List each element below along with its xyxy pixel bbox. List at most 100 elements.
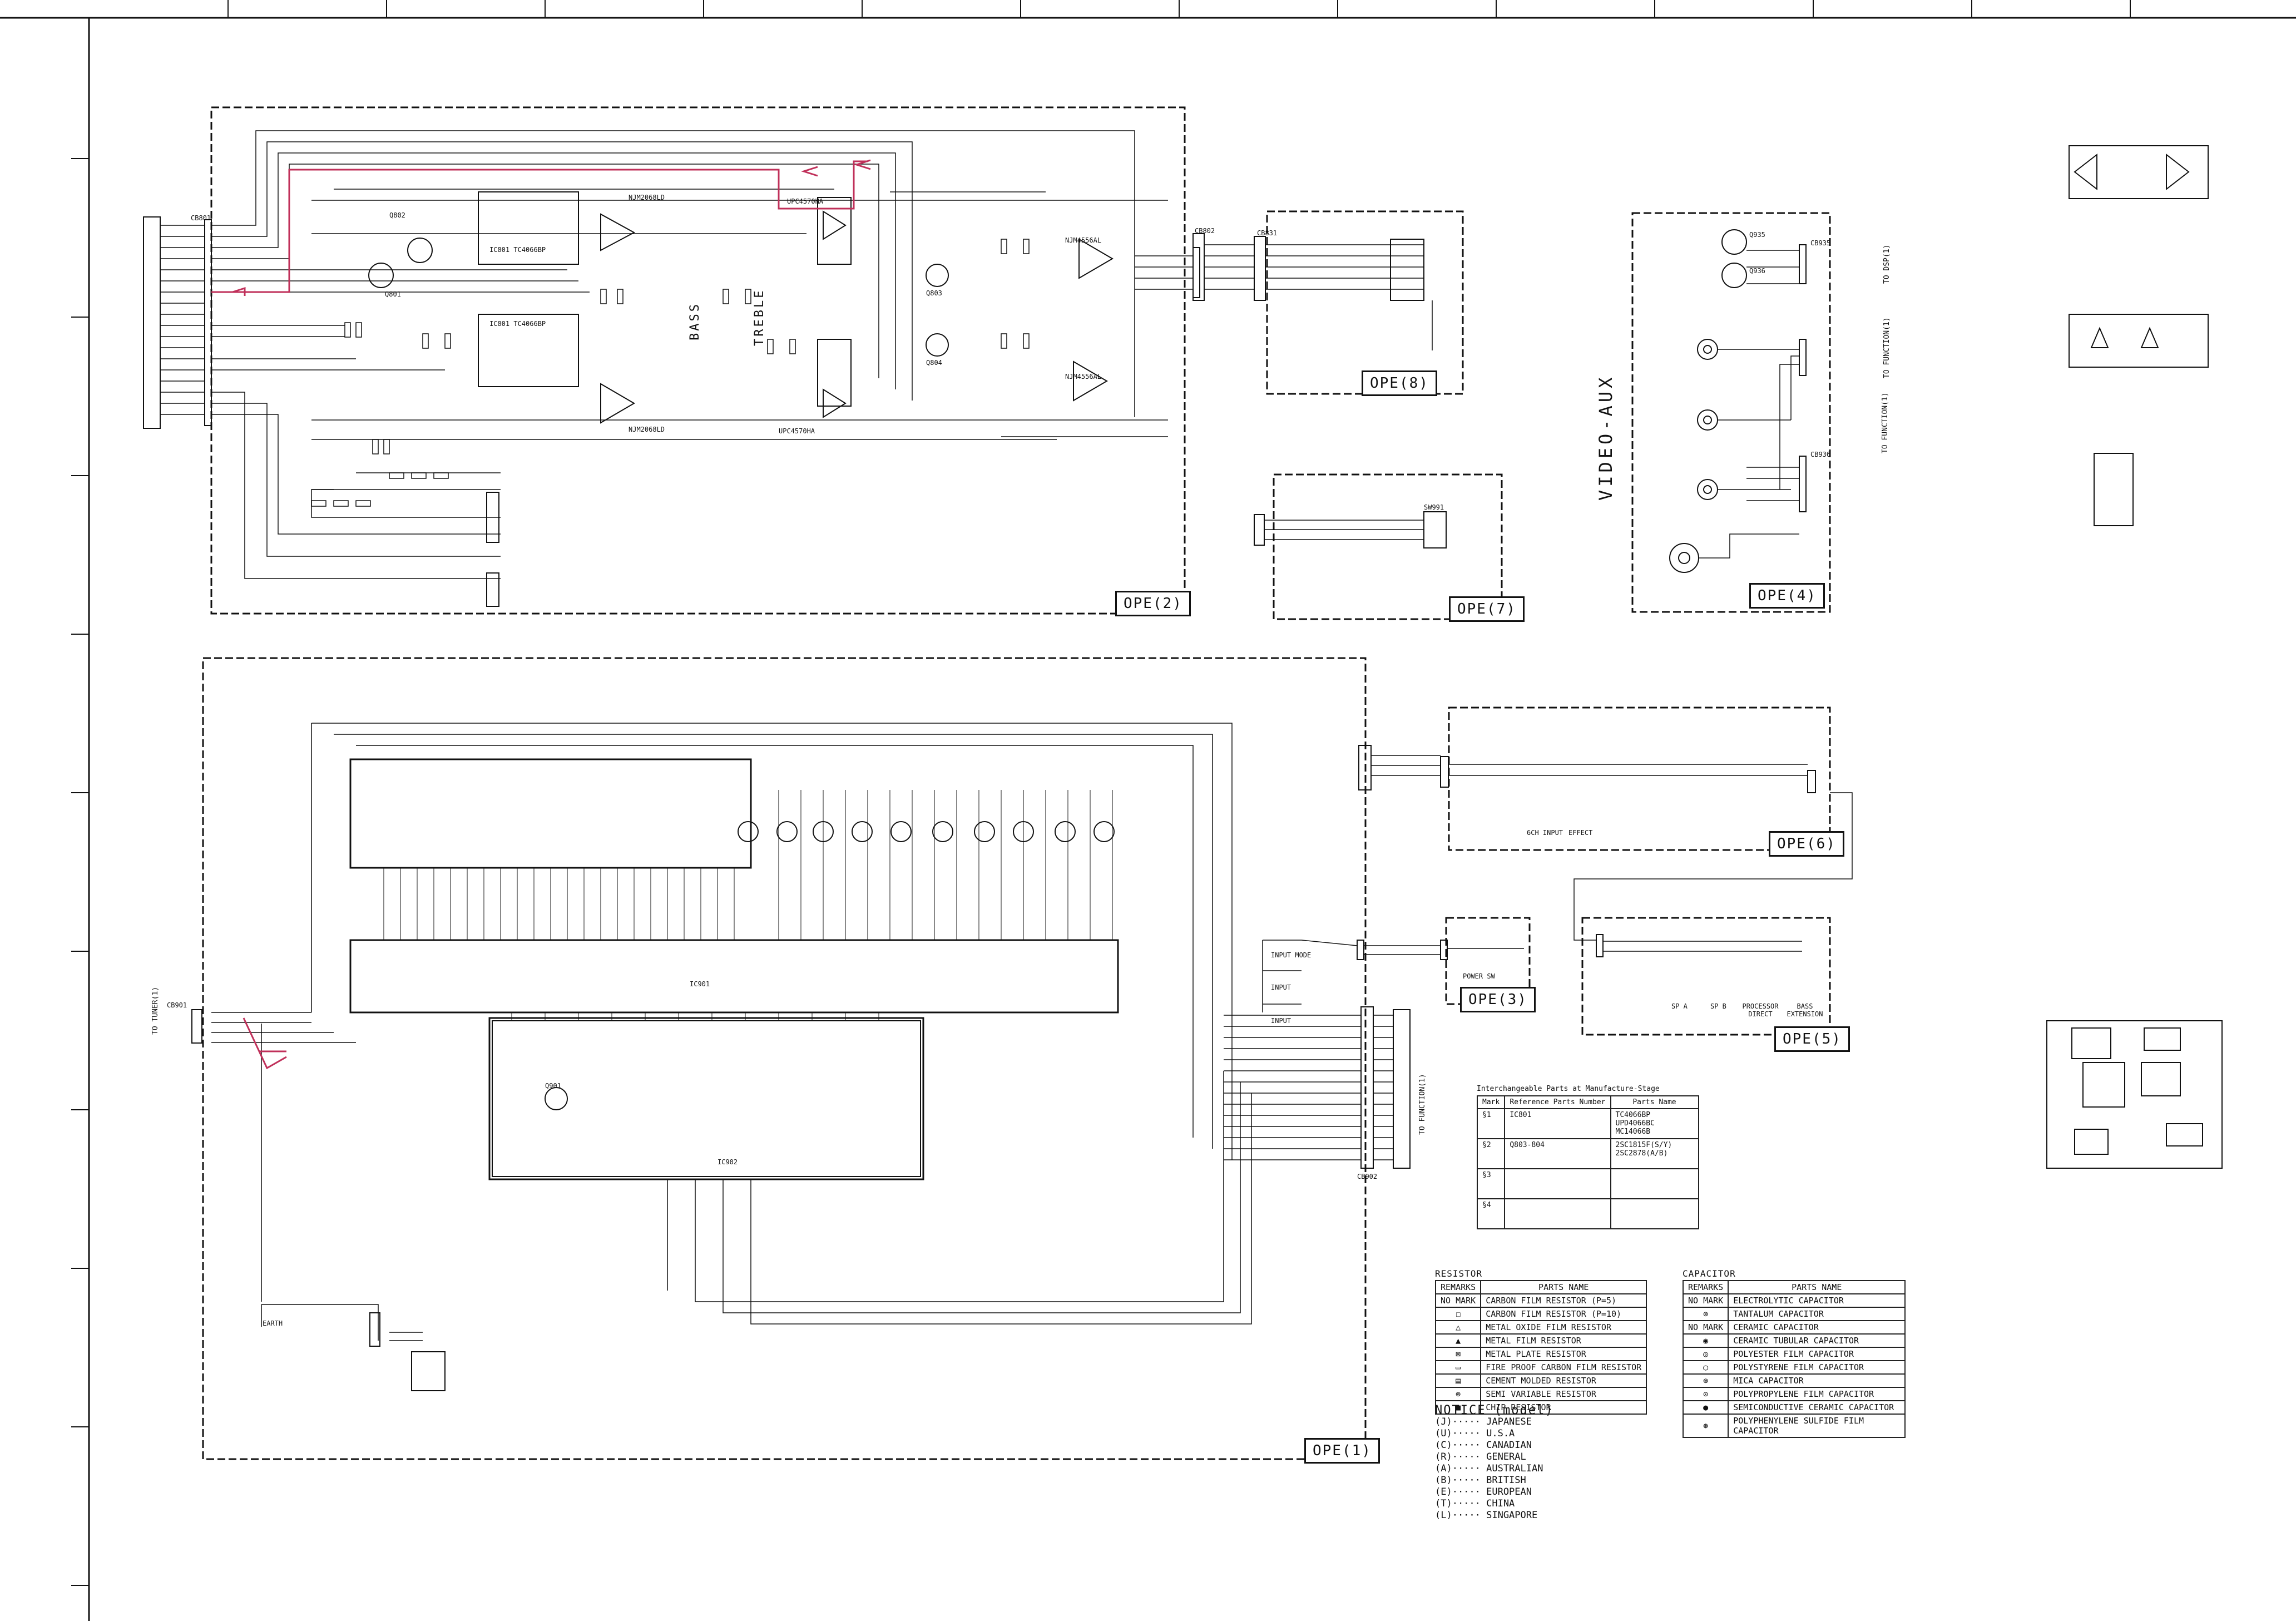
resistor-mark: ▭	[1434, 1360, 1482, 1375]
cb901-label: CB901	[167, 1001, 187, 1009]
resistor-mark: ☐	[1434, 1307, 1482, 1321]
capacitor-name: ELECTROLYTIC CAPACITOR	[1728, 1293, 1906, 1308]
capacitor-mark: ⊙	[1682, 1387, 1729, 1401]
capacitor-name: CERAMIC CAPACITOR	[1728, 1320, 1906, 1335]
q935-label: Q935	[1749, 231, 1765, 239]
bass-extension-label: BASS EXTENSION	[1787, 1002, 1823, 1018]
ip-cell	[1610, 1168, 1699, 1199]
resistor-mark: NO MARK	[1434, 1293, 1482, 1308]
cb802-label: CB802	[1195, 227, 1215, 235]
notice-line: (E)····· EUROPEAN	[1435, 1486, 1532, 1498]
resistor-name: CARBON FILM RESISTOR (P=5)	[1480, 1293, 1647, 1308]
to-function-cb902-label: TO FUNCTION(1)	[1418, 1074, 1427, 1135]
board-label-ope8: OPE(8)	[1362, 370, 1437, 396]
resistor-name: CEMENT MOLDED RESISTOR	[1480, 1373, 1647, 1388]
capacitor-name: POLYSTYRENE FILM CAPACITOR	[1728, 1360, 1906, 1375]
six-ch-input-label: 6CH INPUT	[1527, 829, 1563, 837]
opamp-label-6: UPC4570HA	[779, 427, 815, 435]
interchangeable-parts-table: Interchangeable Parts at Manufacture-Sta…	[1476, 1085, 1699, 1229]
notice-title: NOTICE (model)	[1435, 1403, 1554, 1417]
ip-header-mark: Mark	[1476, 1095, 1506, 1109]
ip-cell	[1610, 1198, 1699, 1229]
notice-model: NOTICE (model) (J)····· JAPANESE (U)····…	[1435, 1405, 1553, 1521]
power-sw-label: POWER SW	[1463, 972, 1495, 980]
to-dsp-label: TO DSP(1)	[1883, 244, 1891, 284]
interchangeable-parts-caption: Interchangeable Parts at Manufacture-Sta…	[1477, 1085, 1660, 1093]
earth-label: EARTH	[263, 1319, 283, 1327]
ic801-label: IC801 TC4066BP	[489, 246, 546, 254]
notice-line: (J)····· JAPANESE	[1435, 1416, 1532, 1427]
ip-cell	[1504, 1168, 1611, 1199]
ic901-label: IC901	[690, 980, 710, 988]
to-function-top-label: TO FUNCTION(1)	[1883, 317, 1891, 378]
bass-label: BASS	[688, 302, 702, 340]
capacitor-header-name: PARTS NAME	[1728, 1280, 1906, 1294]
capacitor-mark: ●	[1682, 1400, 1729, 1415]
capacitor-name: MICA CAPACITOR	[1728, 1373, 1906, 1388]
capacitor-mark: NO MARK	[1682, 1320, 1729, 1335]
ic801b-label: IC801 TC4066BP	[489, 320, 546, 328]
board-label-ope4: OPE(4)	[1749, 583, 1825, 609]
capacitor-mark: ⊜	[1682, 1373, 1729, 1388]
to-function-ope1-label: TO FUNCTION(1)	[1881, 392, 1889, 453]
capacitor-mark: ◉	[1682, 1333, 1729, 1348]
notice-line: (L)····· SINGAPORE	[1435, 1510, 1538, 1521]
q801-label: Q801	[385, 290, 401, 298]
ip-header-name: Parts Name	[1610, 1095, 1699, 1109]
resistor-name: CARBON FILM RESISTOR (P=10)	[1480, 1307, 1647, 1321]
resistor-name: SEMI VARIABLE RESISTOR	[1480, 1387, 1647, 1401]
resistor-header-remarks: REMARKS	[1434, 1280, 1482, 1294]
capacitor-header-remarks: REMARKS	[1682, 1280, 1729, 1294]
sp-a-label: SP A	[1671, 1002, 1688, 1010]
input-mode-label: INPUT MODE	[1271, 951, 1312, 959]
capacitor-mark: NO MARK	[1682, 1293, 1729, 1308]
q901-label: Q901	[545, 1082, 561, 1090]
resistor-legend-caption: RESISTOR	[1435, 1268, 1483, 1279]
capacitor-name: TANTALUM CAPACITOR	[1728, 1307, 1906, 1321]
opamp-label-5: UPC4570HA	[787, 197, 824, 205]
sp-b-label: SP B	[1710, 1002, 1726, 1010]
cb935-label: CB935	[1810, 239, 1831, 247]
ip-cell: §2	[1476, 1138, 1506, 1169]
opamp-label-2: NJM4556AL	[1065, 373, 1102, 380]
board-label-ope5: OPE(5)	[1774, 1026, 1850, 1052]
notice-line: (T)····· CHINA	[1435, 1498, 1515, 1509]
treble-label: TREBLE	[753, 288, 766, 346]
resistor-mark: ⊠	[1434, 1347, 1482, 1361]
ip-cell: §1	[1476, 1108, 1506, 1139]
capacitor-mark: ◎	[1682, 1347, 1729, 1361]
board-label-ope6: OPE(6)	[1769, 831, 1844, 857]
ic902-label: IC902	[718, 1158, 738, 1166]
resistor-mark: ■	[1434, 1400, 1482, 1415]
sw991-label: SW991	[1424, 503, 1444, 511]
capacitor-name: CERAMIC TUBULAR CAPACITOR	[1728, 1333, 1906, 1348]
input-down-label: INPUT	[1271, 984, 1292, 991]
q802-label: Q802	[389, 211, 405, 219]
resistor-header-name: PARTS NAME	[1480, 1280, 1647, 1294]
resistor-name: FIRE PROOF CARBON FILM RESISTOR	[1480, 1360, 1647, 1375]
ip-cell: §3	[1476, 1168, 1506, 1199]
resistor-mark: ⊚	[1434, 1387, 1482, 1401]
ip-cell: 2SC1815F(S/Y) 2SC2878(A/B)	[1610, 1138, 1699, 1169]
capacitor-mark: ⊛	[1682, 1414, 1729, 1438]
notice-line: (A)····· AUSTRALIAN	[1435, 1463, 1543, 1474]
capacitor-mark: ⊗	[1682, 1307, 1729, 1321]
resistor-name: CHIP RESISTOR	[1480, 1400, 1647, 1415]
q804-label: Q804	[926, 359, 942, 367]
opamp-label-4: NJM2068LD	[629, 426, 665, 433]
board-label-ope7: OPE(7)	[1449, 596, 1525, 622]
q936-label: Q936	[1749, 267, 1765, 275]
capacitor-legend-caption: CAPACITOR	[1683, 1268, 1736, 1279]
capacitor-name: SEMICONDUCTIVE CERAMIC CAPACITOR	[1728, 1400, 1906, 1415]
capacitor-name: POLYPHENYLENE SULFIDE FILM CAPACITOR	[1728, 1414, 1906, 1438]
ip-cell: §4	[1476, 1198, 1506, 1229]
opamp-label-3: NJM2068LD	[629, 194, 665, 201]
q803-label: Q803	[926, 289, 942, 297]
resistor-name: METAL FILM RESISTOR	[1480, 1333, 1647, 1348]
resistor-mark: ▤	[1434, 1373, 1482, 1388]
board-label-ope3: OPE(3)	[1460, 987, 1536, 1012]
